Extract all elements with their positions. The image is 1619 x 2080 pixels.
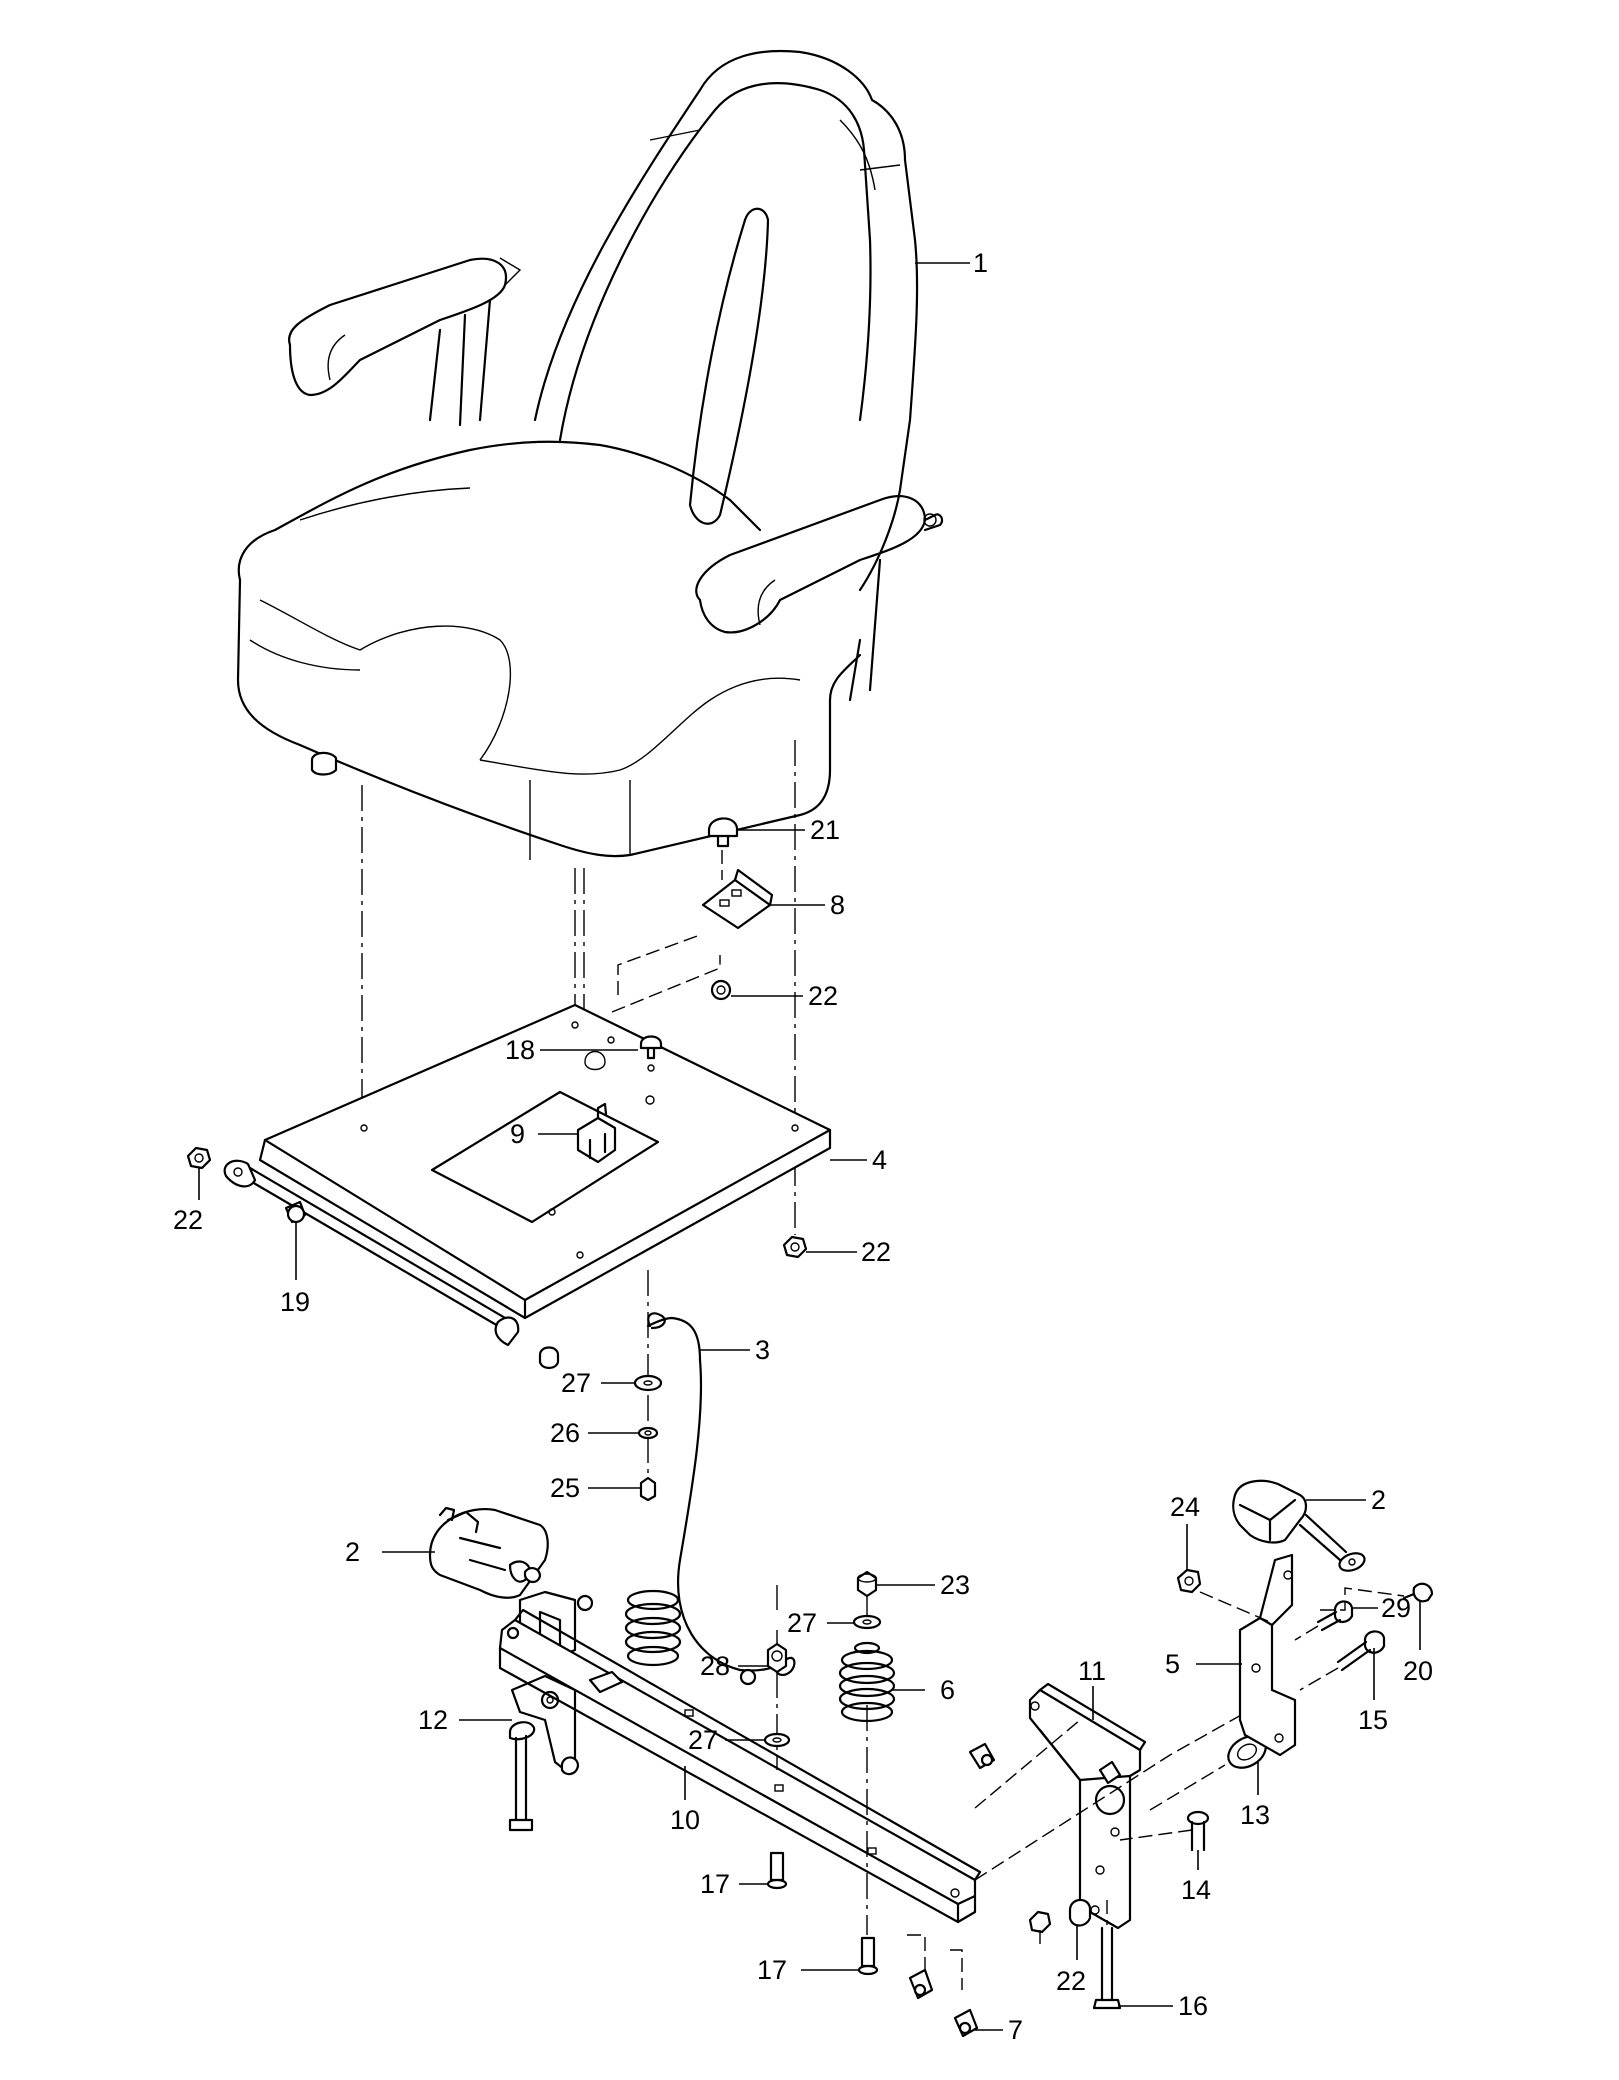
callout-4: 4 — [872, 1145, 887, 1175]
callout-26: 26 — [550, 1418, 580, 1448]
callout-22: 22 — [861, 1237, 891, 1267]
callout-8: 8 — [830, 890, 845, 920]
part-17-bolt-lower — [857, 1936, 879, 1976]
part-2-latch-left — [428, 1506, 549, 1599]
callout-29: 29 — [1381, 1593, 1411, 1623]
callout-22: 22 — [173, 1205, 203, 1235]
part-22-nuts-lower — [1028, 1898, 1092, 1950]
callout-labels: 1 21 8 22 18 9 4 22 19 22 3 27 26 25 2 2… — [173, 248, 1433, 2045]
part-3-cable — [646, 1312, 796, 1686]
part-10-rail — [498, 1589, 982, 1924]
callout-9: 9 — [510, 1119, 525, 1149]
callout-5: 5 — [1165, 1649, 1180, 1679]
part-28-nut — [766, 1642, 788, 1674]
part-16-bolt — [1092, 1900, 1122, 2010]
part-5-bracket — [1238, 1553, 1297, 1757]
callout-20: 20 — [1403, 1656, 1433, 1686]
callout-24: 24 — [1170, 1492, 1200, 1522]
callout-19: 19 — [280, 1287, 310, 1317]
part-8-bracket — [611, 868, 774, 1013]
callout-3: 3 — [755, 1335, 770, 1365]
part-14-bolt — [1119, 1810, 1210, 1852]
callout-25: 25 — [550, 1473, 580, 1503]
callout-1: 1 — [973, 248, 988, 278]
part-24-nut — [1176, 1568, 1271, 1623]
callout-15: 15 — [1358, 1705, 1388, 1735]
callout-6: 6 — [940, 1675, 955, 1705]
part-23-nut — [856, 1570, 878, 1598]
callout-10: 10 — [670, 1805, 700, 1835]
part-22-nut-upper — [710, 979, 732, 1001]
seat-plate — [223, 1003, 832, 1370]
callout-2: 2 — [345, 1537, 360, 1567]
part-25-nut — [639, 1476, 657, 1502]
part-17-bolt-upper — [766, 1851, 788, 1890]
callout-28: 28 — [700, 1651, 730, 1681]
part-27-washer-upper — [633, 1374, 663, 1392]
callout-21: 21 — [810, 815, 840, 845]
part-18-bumper — [639, 1035, 663, 1072]
callout-27: 27 — [561, 1368, 591, 1398]
callout-16: 16 — [1178, 1991, 1208, 2021]
part-20-bolt — [1320, 1582, 1434, 1611]
part-27-washer-mid — [852, 1614, 882, 1630]
part-22-nut-left — [186, 1146, 212, 1170]
part-7-clips — [907, 1742, 996, 2038]
part-6-spring — [838, 1641, 896, 1723]
callout-11: 11 — [1078, 1656, 1106, 1686]
callout-27: 27 — [787, 1608, 817, 1638]
callout-22: 22 — [1056, 1966, 1086, 1996]
callout-18: 18 — [505, 1035, 535, 1065]
callout-23: 23 — [940, 1570, 970, 1600]
part-15-bolt — [1299, 1630, 1386, 1691]
part-9-switch — [576, 1102, 617, 1164]
part-2-latch-right — [1232, 1479, 1366, 1572]
part-27-washer-lower — [763, 1732, 791, 1748]
callout-12: 12 — [418, 1705, 448, 1735]
part-13-bushing — [1149, 1735, 1267, 1811]
part-11-bracket — [974, 1682, 1251, 1930]
callout-27: 27 — [688, 1725, 718, 1755]
callout-13: 13 — [1240, 1800, 1270, 1830]
callout-17: 17 — [700, 1869, 730, 1899]
part-22-nut-right — [782, 1235, 808, 1259]
callout-2: 2 — [1371, 1485, 1386, 1515]
callout-14: 14 — [1181, 1875, 1211, 1905]
part-26-washer — [637, 1426, 659, 1440]
part-29-bolt — [1294, 1600, 1354, 1641]
callout-22: 22 — [808, 981, 838, 1011]
part-21-bumper — [707, 817, 739, 880]
callout-17: 17 — [757, 1955, 787, 1985]
leader-lines — [198, 262, 1421, 2031]
callout-7: 7 — [1008, 2015, 1023, 2045]
